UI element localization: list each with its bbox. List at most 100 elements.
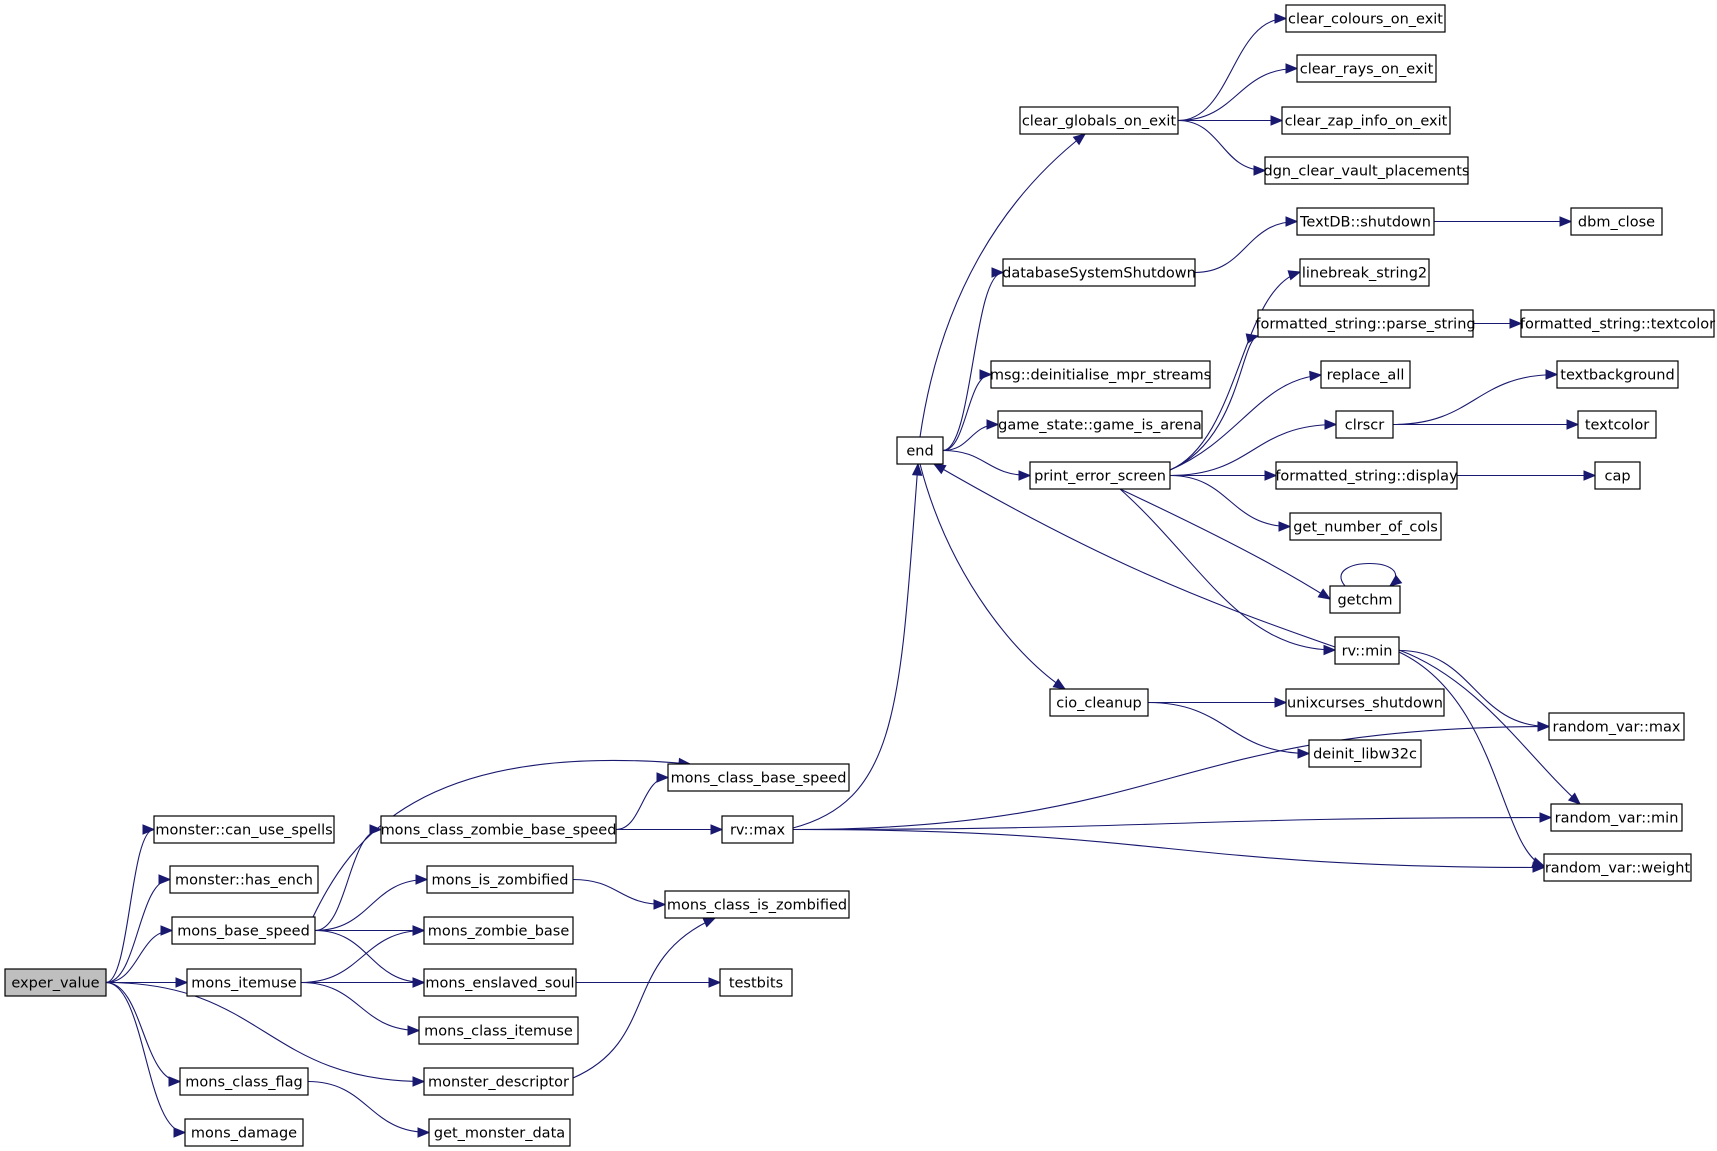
node-fs_textcolor[interactable]: formatted_string::textcolor [1520,309,1715,338]
node-rv_max[interactable]: rv::max [721,815,794,844]
node-zombie_base_speed[interactable]: mons_class_zombie_base_speed [380,815,617,844]
node-exper_value[interactable]: exper_value [4,968,107,997]
node-box [1577,410,1657,439]
node-msg_deinit[interactable]: msg::deinitialise_mpr_streams [990,360,1211,389]
arrowhead-game_is_arena [986,419,1000,430]
edge-clear_globals-to-dgn_clear [1177,119,1266,172]
node-clrscr[interactable]: clrscr [1335,410,1394,439]
node-clear_globals[interactable]: clear_globals_on_exit [1019,106,1179,135]
node-random_var_weight[interactable]: random_var::weight [1543,853,1692,882]
arrowhead-msg_deinit [979,369,993,380]
node-end[interactable]: end [896,436,944,465]
node-box [719,968,793,997]
node-box [1019,106,1179,135]
node-game_is_arena[interactable]: game_state::game_is_arena [997,410,1203,439]
node-mons_itemuse[interactable]: mons_itemuse [186,968,302,997]
node-cio_cleanup[interactable]: cio_cleanup [1049,688,1149,717]
arrowhead-end [911,462,923,476]
node-box [1329,585,1401,614]
node-testbits[interactable]: testbits [719,968,793,997]
node-label: formatted_string::parse_string [1255,317,1475,333]
node-mons_class_itemuse[interactable]: mons_class_itemuse [418,1016,579,1045]
node-label: databaseSystemShutdown [1002,266,1196,282]
arrowhead-fs_textcolor [1509,318,1523,329]
arrowhead-clear_zap [1270,115,1284,126]
node-mons_class_flag[interactable]: mons_class_flag [179,1067,309,1096]
node-label: msg::deinitialise_mpr_streams [990,368,1211,384]
node-label: unixcurses_shutdown [1287,696,1443,712]
node-label: get_monster_data [434,1126,565,1142]
arrowhead-mons_is_zombified [415,874,429,885]
arrowhead-clear_rays [1285,63,1299,74]
node-label: random_var::weight [1545,861,1691,877]
node-get_cols[interactable]: get_number_of_cols [1289,512,1442,541]
node-label: deinit_libw32c [1313,747,1417,763]
node-label: clear_colours_on_exit [1288,12,1443,28]
node-box [1299,258,1430,287]
edge-getchm-to-getchm [1340,562,1397,587]
edge-mons_base_speed-to-mons_class_base_speed [312,759,691,918]
node-clear_zap[interactable]: clear_zap_info_on_exit [1281,106,1451,135]
node-print_error_screen[interactable]: print_error_screen [1029,461,1171,490]
edge-zombie_base_speed-to-mons_class_base_speed [615,776,669,831]
node-mons_base_speed[interactable]: mons_base_speed [171,916,316,945]
edge-exper_value-to-monster_descriptor [105,981,425,1083]
node-replace_all[interactable]: replace_all [1320,360,1411,389]
node-box [153,815,335,844]
edge-mons_base_speed-to-mons_is_zombified [314,878,428,932]
node-label: get_number_of_cols [1293,520,1438,536]
node-parse_string[interactable]: formatted_string::parse_string [1255,309,1476,338]
arrowhead-replace_all [1309,370,1323,382]
node-fs_display[interactable]: formatted_string::display [1275,461,1458,490]
edge-mons_is_zombified-to-mons_class_is_zombified [572,878,666,906]
node-clear_colours[interactable]: clear_colours_on_exit [1285,4,1446,33]
node-box [896,436,944,465]
edge-end-to-clear_globals [919,133,1086,438]
edge-rv_min-to-random_var_min [1398,649,1581,805]
node-mons_damage[interactable]: mons_damage [184,1118,304,1147]
node-textbackground[interactable]: textbackground [1556,360,1679,389]
node-cap[interactable]: cap [1594,461,1641,490]
node-deinit_libw32c[interactable]: deinit_libw32c [1308,739,1422,768]
node-getchm[interactable]: getchm [1329,585,1401,614]
node-monster_descriptor[interactable]: monster_descriptor [423,1067,574,1096]
node-box [184,1118,304,1147]
node-box [1320,360,1411,389]
node-random_var_min[interactable]: random_var::min [1550,803,1683,832]
node-rv_min[interactable]: rv::min [1334,636,1400,665]
node-label: dbm_close [1578,215,1655,231]
node-label: formatted_string::display [1275,469,1458,485]
node-label: cio_cleanup [1056,696,1142,712]
node-label: random_var::min [1555,811,1679,827]
node-mons_is_zombified[interactable]: mons_is_zombified [426,865,574,894]
arrowhead-db_shutdown [991,267,1005,278]
node-mons_class_base_speed[interactable]: mons_class_base_speed [667,763,850,792]
node-box [721,815,794,844]
node-linebreak[interactable]: linebreak_string2 [1299,258,1430,287]
node-get_monster_data[interactable]: get_monster_data [428,1118,571,1147]
node-label: mons_class_base_speed [671,771,847,787]
node-dbm_close[interactable]: dbm_close [1570,207,1663,236]
edge-db_shutdown-to-textdb_shutdown [1194,220,1298,274]
node-mons_class_is_zombified[interactable]: mons_class_is_zombified [664,890,850,919]
node-textcolor[interactable]: textcolor [1577,410,1657,439]
node-box [423,1067,574,1096]
node-random_var_max[interactable]: random_var::max [1548,712,1685,741]
node-label: mons_class_zombie_base_speed [381,823,617,839]
node-textdb_shutdown[interactable]: TextDB::shutdown [1296,207,1435,236]
node-clear_rays[interactable]: clear_rays_on_exit [1296,54,1437,83]
node-label: linebreak_string2 [1302,266,1427,282]
node-unixcurses[interactable]: unixcurses_shutdown [1285,688,1445,717]
node-box [186,968,302,997]
arrowhead-mons_class_flag [168,1076,182,1087]
arrowhead-cap [1583,470,1597,481]
node-can_use_spells[interactable]: monster::can_use_spells [153,815,335,844]
node-db_shutdown[interactable]: databaseSystemShutdown [1002,258,1196,287]
node-box [990,360,1211,389]
node-box [1570,207,1663,236]
node-dgn_clear[interactable]: dgn_clear_vault_placements [1264,156,1470,185]
node-mons_enslaved_soul[interactable]: mons_enslaved_soul [423,968,577,997]
node-mons_zombie_base[interactable]: mons_zombie_base [423,916,574,945]
node-has_ench[interactable]: monster::has_ench [169,865,319,894]
